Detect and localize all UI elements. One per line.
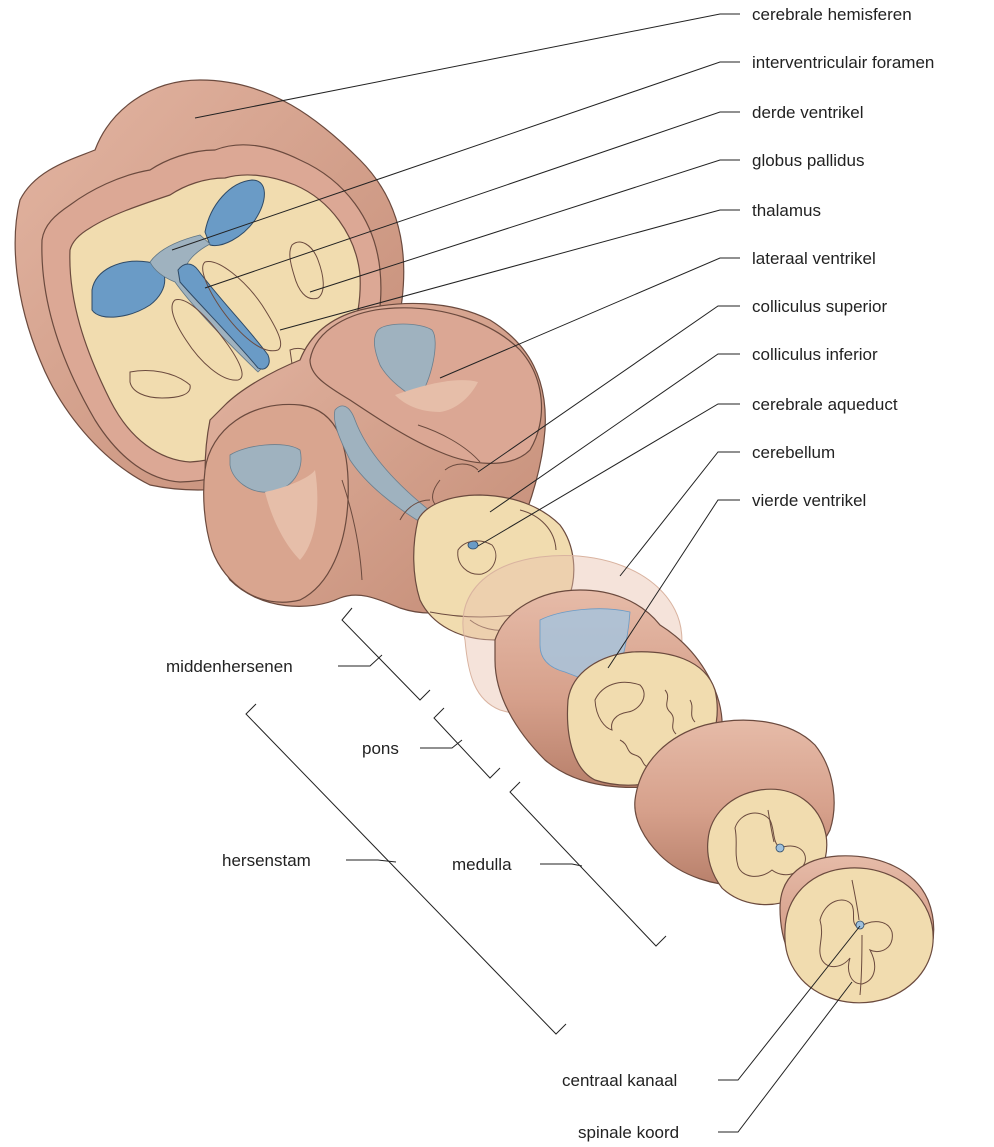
label-spinale-koord: spinale koord bbox=[578, 1123, 679, 1142]
label-hersenstam: hersenstam bbox=[222, 851, 311, 870]
label-colliculus-superior: colliculus superior bbox=[752, 297, 887, 316]
medulla-central-canal bbox=[776, 844, 784, 852]
label-thalamus: thalamus bbox=[752, 201, 821, 220]
label-interventriculair-foramen: interventriculair foramen bbox=[752, 53, 934, 72]
leader-middenhersenen bbox=[338, 655, 382, 666]
bracket-middenhersenen bbox=[342, 608, 430, 700]
leader-spinale-koord bbox=[718, 982, 852, 1132]
bracket-pons bbox=[434, 708, 500, 778]
label-derde-ventrikel: derde ventrikel bbox=[752, 103, 864, 122]
leader-medulla bbox=[540, 864, 582, 866]
spinal-central-canal bbox=[856, 921, 864, 929]
label-cerebrale-hemisferen: cerebrale hemisferen bbox=[752, 5, 912, 24]
label-pons: pons bbox=[362, 739, 399, 758]
label-centraal-kanaal: centraal kanaal bbox=[562, 1071, 677, 1090]
label-globus-pallidus: globus pallidus bbox=[752, 151, 864, 170]
label-middenhersenen: middenhersenen bbox=[166, 657, 293, 676]
label-lateraal-ventrikel: lateraal ventrikel bbox=[752, 249, 876, 268]
label-cerebrale-aqueduct: cerebrale aqueduct bbox=[752, 395, 898, 414]
spinal-section-face bbox=[785, 868, 933, 1003]
label-vierde-ventrikel: vierde ventrikel bbox=[752, 491, 866, 510]
label-colliculus-inferior: colliculus inferior bbox=[752, 345, 878, 364]
label-cerebellum: cerebellum bbox=[752, 443, 835, 462]
label-medulla: medulla bbox=[452, 855, 512, 874]
